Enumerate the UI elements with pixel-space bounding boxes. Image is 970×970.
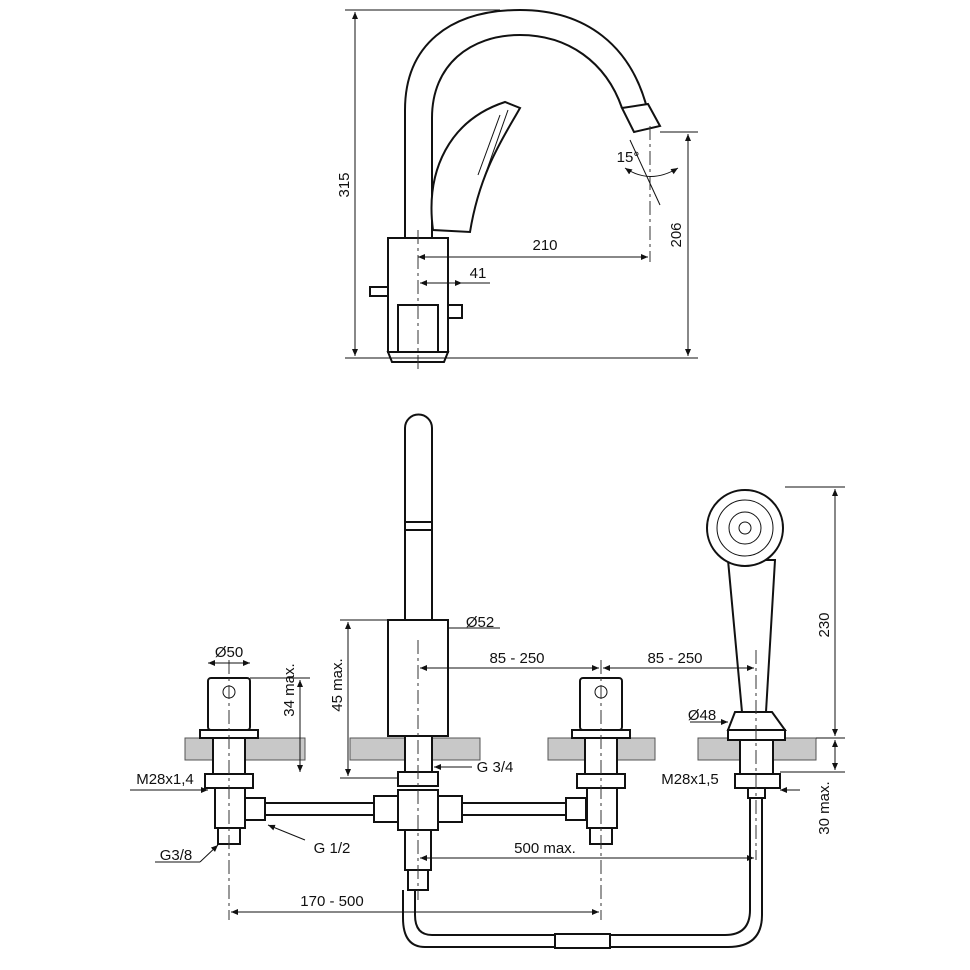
label-210: 210 [532, 237, 557, 254]
angle-arc [624, 167, 679, 177]
label-85-250-left: 85 - 250 [489, 650, 544, 667]
label-170-500: 170 - 500 [300, 893, 363, 910]
label-85-250-right: 85 - 250 [647, 650, 702, 667]
label-34max: 34 max. [281, 663, 298, 716]
label-m28x15: M28x1,5 [661, 771, 719, 788]
lever [447, 304, 463, 319]
diverter-knob [369, 286, 389, 297]
spout-arc [404, 8, 662, 238]
label-g38: G3/8 [160, 847, 193, 864]
hand-shower-side [430, 100, 522, 234]
front-view: Ø52 85 - 250 85 - 250 Ø50 34 max. 45 max… [130, 413, 845, 949]
pipe-nut [437, 795, 463, 823]
spout-aerator [404, 521, 433, 531]
label-15deg: 15° [617, 149, 640, 166]
side-view: 315 15° 210 206 41 [336, 8, 698, 370]
label-230: 230 [816, 612, 833, 637]
label-g12: G 1/2 [314, 840, 351, 857]
label-d50: Ø50 [215, 644, 243, 661]
right-valve [565, 677, 631, 845]
hose-coupling [554, 933, 611, 949]
label-500max: 500 max. [514, 840, 576, 857]
label-d48: Ø48 [688, 707, 716, 724]
left-valve [199, 677, 266, 845]
label-315: 315 [336, 172, 353, 197]
label-m28x14: M28x1,4 [136, 771, 194, 788]
spout-column [404, 413, 433, 621]
label-g34: G 3/4 [477, 759, 514, 776]
g38-leader [199, 844, 219, 863]
label-30max: 30 max. [816, 781, 833, 834]
g12-leader [267, 824, 306, 841]
label-41: 41 [470, 265, 487, 282]
label-45max: 45 max. [329, 658, 346, 711]
pipe-left [264, 802, 376, 816]
pipe-nut [373, 795, 399, 823]
label-206: 206 [668, 222, 685, 247]
label-d52: Ø52 [466, 614, 494, 631]
pipe-right [461, 802, 567, 816]
